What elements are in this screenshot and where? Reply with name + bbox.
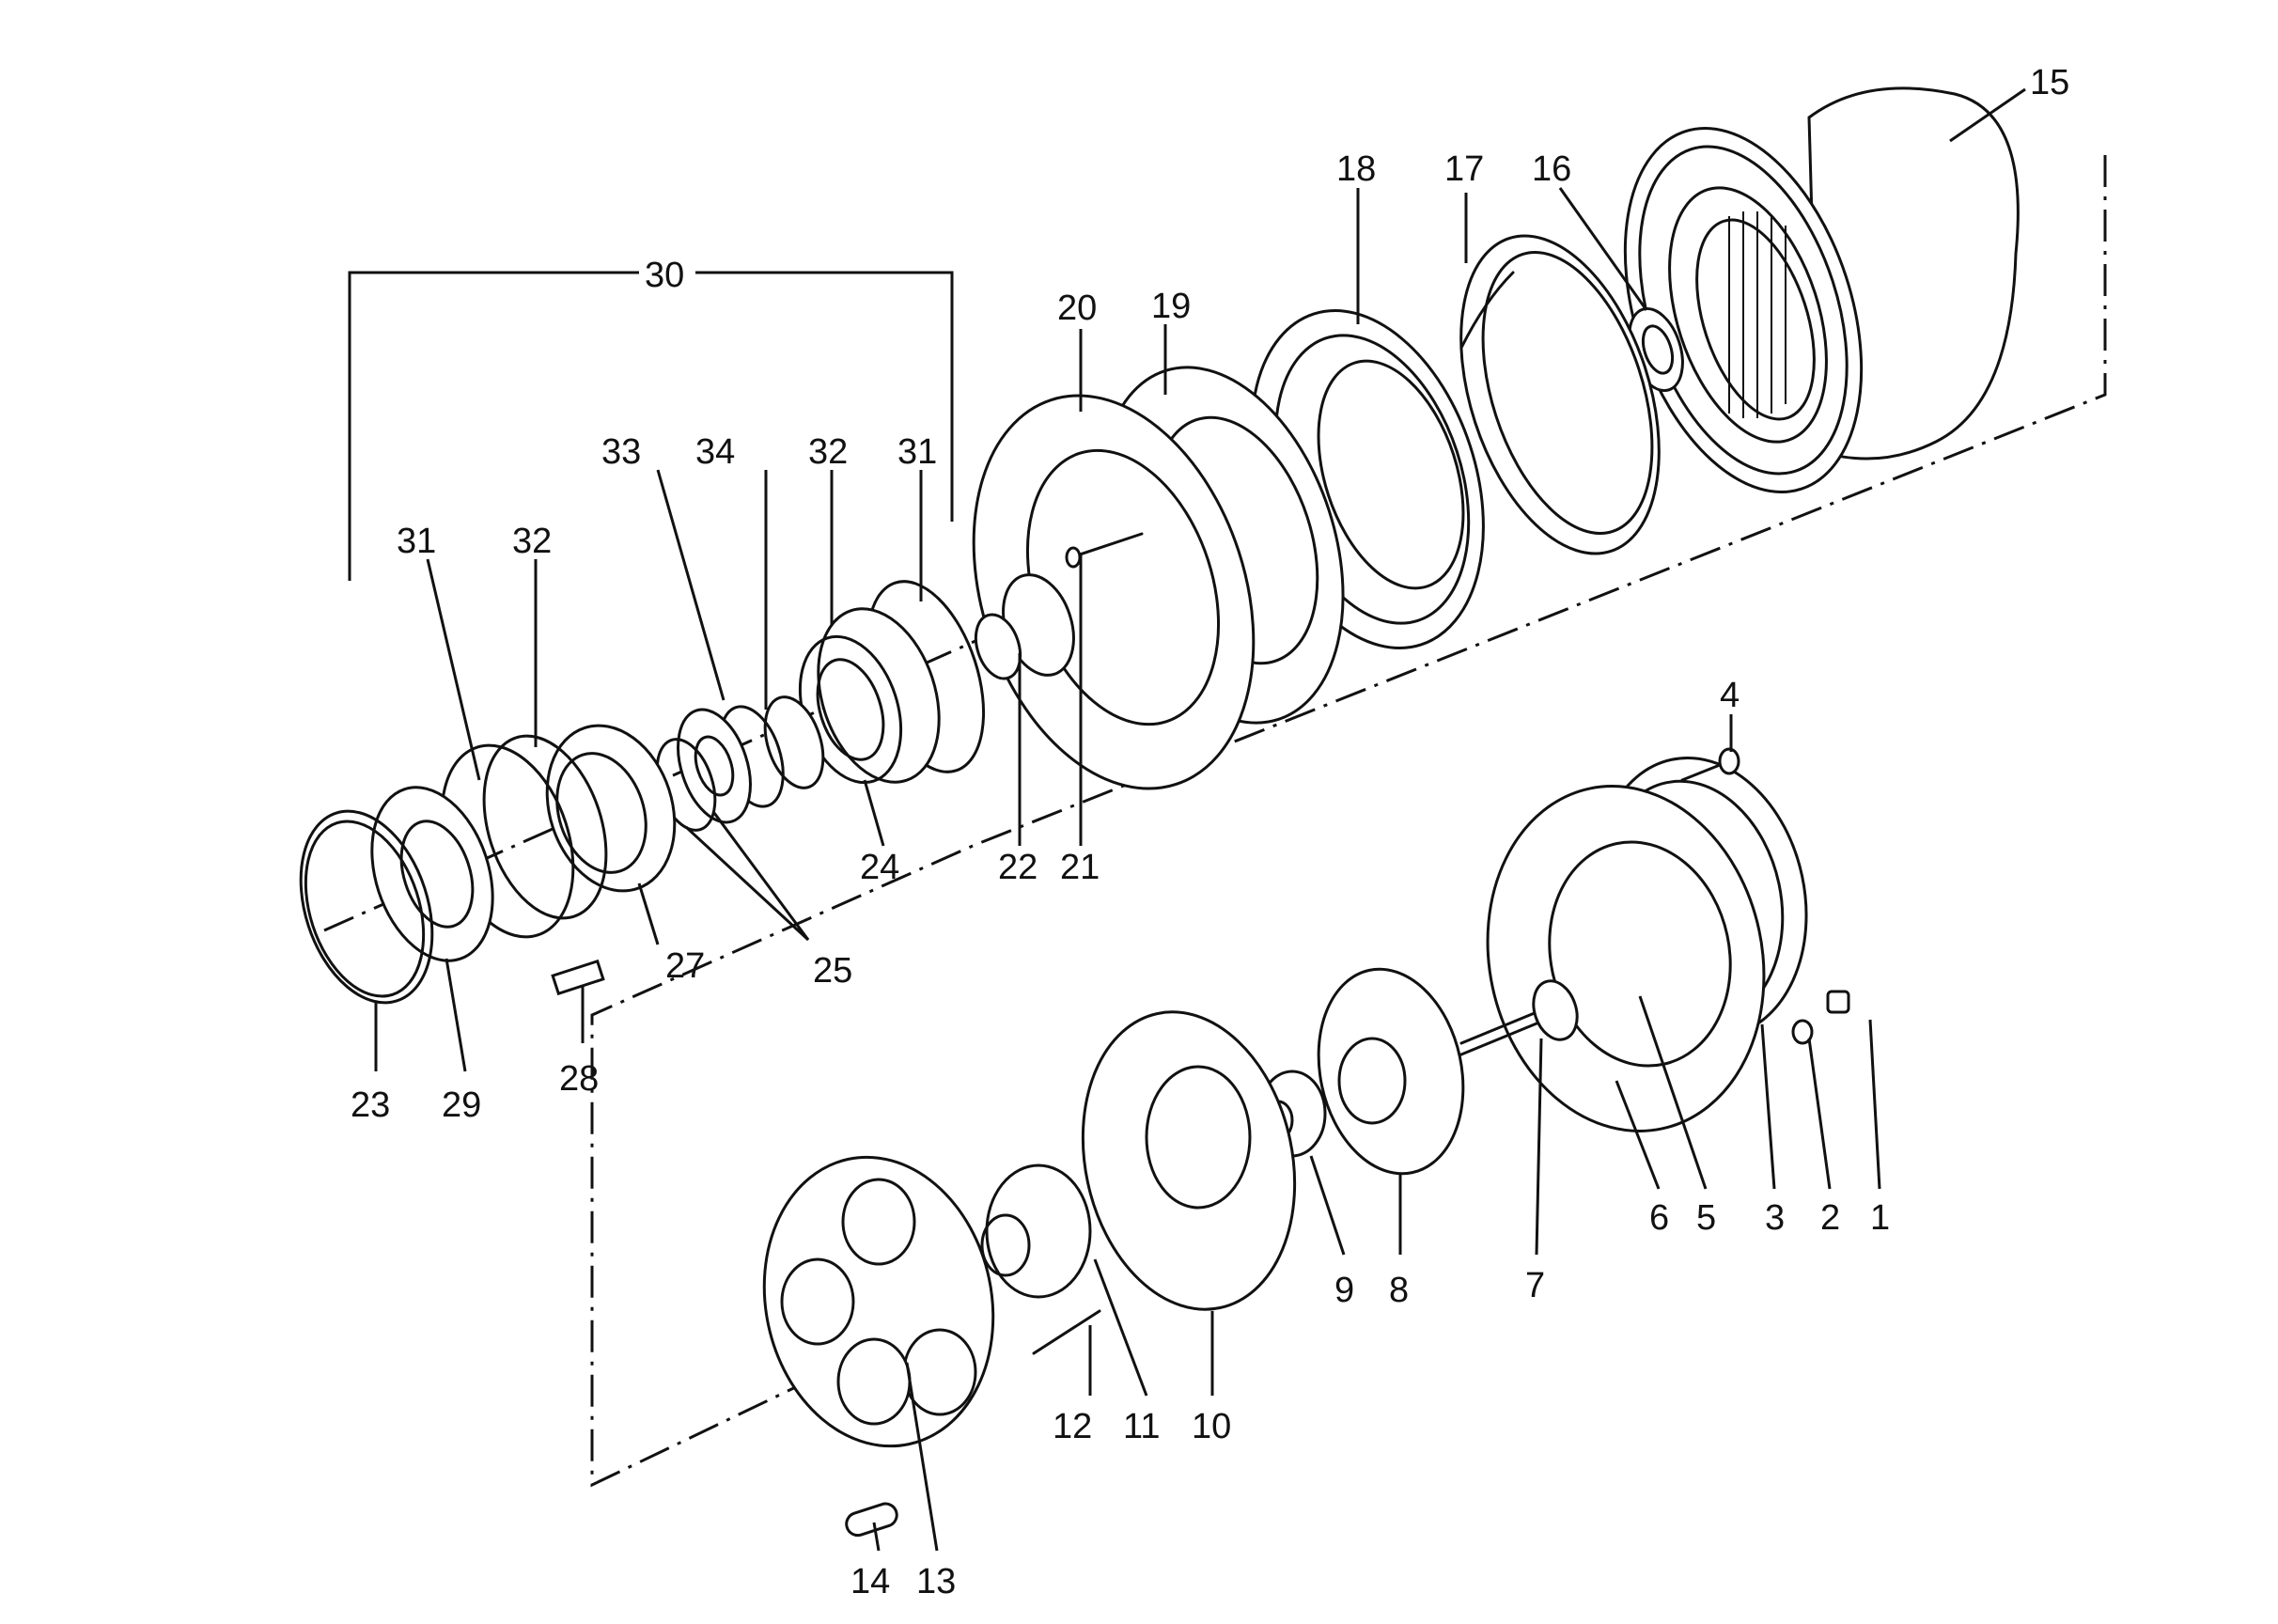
parts-33-34-rings xyxy=(719,695,825,808)
callout-9: 9 xyxy=(1334,1271,1354,1310)
callout-6: 6 xyxy=(1649,1198,1669,1238)
callout-20: 20 xyxy=(1057,289,1097,328)
callout-31-left: 31 xyxy=(397,522,436,561)
callout-13: 13 xyxy=(916,1562,956,1601)
callout-33: 33 xyxy=(601,432,641,472)
callout-22: 22 xyxy=(998,848,1038,887)
callout-29: 29 xyxy=(442,1085,481,1125)
callout-labels: 15 16 17 18 19 20 30 33 34 32 31 31 32 2… xyxy=(351,63,2069,1601)
part-27-carrier xyxy=(545,724,677,893)
callout-23: 23 xyxy=(351,1085,390,1125)
part-14-pin xyxy=(845,1502,898,1538)
callout-2: 2 xyxy=(1820,1198,1840,1238)
callout-17: 17 xyxy=(1444,149,1484,189)
callout-14: 14 xyxy=(850,1562,890,1601)
callout-4: 4 xyxy=(1720,676,1740,715)
part-17-seal xyxy=(1459,234,1661,555)
bracket-30 xyxy=(348,271,954,581)
callout-31-right: 31 xyxy=(897,432,937,472)
callout-5: 5 xyxy=(1696,1198,1716,1238)
callout-3: 3 xyxy=(1765,1198,1785,1238)
callout-34: 34 xyxy=(695,432,735,472)
part-13-planet-carrier xyxy=(762,1155,995,1448)
part-25-washers xyxy=(655,708,752,832)
callout-7: 7 xyxy=(1525,1266,1545,1305)
part-29-washer xyxy=(370,786,494,962)
callout-18: 18 xyxy=(1336,149,1376,189)
part-23-snap-ring xyxy=(299,809,434,1005)
callout-16: 16 xyxy=(1532,149,1571,189)
part-12-pin xyxy=(1032,1309,1101,1355)
part-10-planet-carrier xyxy=(1081,1010,1297,1311)
callout-8: 8 xyxy=(1389,1271,1409,1310)
callout-19: 19 xyxy=(1151,287,1191,326)
part-7-sun-shaft xyxy=(1459,979,1579,1056)
callout-25: 25 xyxy=(813,951,852,991)
callout-21: 21 xyxy=(1060,848,1100,887)
callout-24: 24 xyxy=(860,848,899,887)
callout-27: 27 xyxy=(665,946,705,986)
callout-11: 11 xyxy=(1123,1407,1160,1446)
callout-32-right: 32 xyxy=(808,432,848,472)
part-11-gear xyxy=(980,1163,1092,1299)
part-15-housing xyxy=(1623,86,2020,494)
part-22-pinion xyxy=(974,573,1075,680)
part-4-bolt xyxy=(1680,747,1740,782)
part-28-key xyxy=(551,959,605,996)
callout-32-left: 32 xyxy=(512,522,552,561)
parts-1-2-plug-washer xyxy=(1791,990,1850,1045)
callout-12: 12 xyxy=(1053,1407,1092,1446)
leader-lines xyxy=(374,87,2026,1552)
callout-30: 30 xyxy=(645,256,684,295)
callout-28: 28 xyxy=(559,1059,599,1099)
part-8-planet-carrier xyxy=(1317,967,1465,1176)
callout-15: 15 xyxy=(2030,63,2069,102)
callout-1: 1 xyxy=(1870,1198,1890,1238)
callout-10: 10 xyxy=(1192,1407,1231,1446)
